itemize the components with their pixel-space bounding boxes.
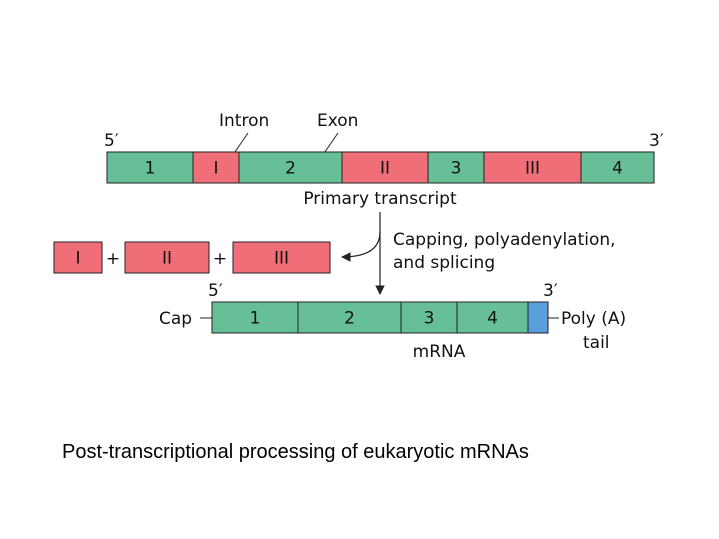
- primary-exon-segment-label: 1: [145, 159, 156, 179]
- poly-a-label-line1: Poly (A): [561, 309, 626, 329]
- primary-transcript-caption: Primary transcript: [303, 189, 457, 209]
- mrna-caption: mRNA: [413, 342, 466, 362]
- primary-intron-segment-label: II: [380, 159, 390, 179]
- mrna-5prime-label: 5′: [208, 281, 223, 301]
- primary-3prime-label: 3′: [649, 131, 664, 151]
- mrna-exon-segment: [211, 301, 299, 334]
- plus-sign: +: [213, 249, 227, 269]
- primary-intron-segment: [192, 151, 240, 184]
- excised-intron-box-label: I: [75, 249, 80, 269]
- primary-exon-segment-label: 4: [612, 159, 623, 179]
- primary-intron-segment: [483, 151, 582, 184]
- mrna-exon-segment-label: 3: [424, 309, 435, 329]
- primary-exon-segment-label: 3: [451, 159, 462, 179]
- excised-intron-box-label: II: [162, 249, 172, 269]
- mrna-exon-segment-label: 2: [344, 309, 355, 329]
- primary-exon-segment-label: 2: [285, 159, 296, 179]
- poly-a-label-line2: tail: [583, 333, 610, 353]
- intron-label: Intron: [219, 111, 269, 131]
- excised-intron-box: [232, 241, 331, 274]
- excised-intron-box: [124, 241, 210, 274]
- primary-transcript-bar: 1 I 2 II 3 III 4: [106, 151, 655, 184]
- primary-intron-segment-label: I: [213, 159, 218, 179]
- exon-label: Exon: [317, 111, 358, 131]
- poly-a-tail-segment: [527, 301, 549, 334]
- mrna-exon-segment-label: 4: [487, 309, 498, 329]
- mrna-3prime-label: 3′: [543, 281, 558, 301]
- primary-intron-segment: [341, 151, 429, 184]
- mrna-exon-segment-label: 1: [250, 309, 261, 329]
- excised-introns: I + II + III: [53, 241, 331, 274]
- mrna-bar: 1 2 3 4: [211, 301, 549, 334]
- mrna-exon-segment: [297, 301, 402, 334]
- intron-removal-arrow: [341, 231, 381, 262]
- process-label-line2: and splicing: [393, 253, 495, 273]
- primary-exon-segment: [106, 151, 194, 184]
- primary-5prime-label: 5′: [104, 131, 119, 151]
- excised-intron-box: [53, 241, 103, 274]
- process-label-line1: Capping, polyadenylation,: [393, 230, 616, 250]
- cap-label: Cap: [159, 309, 192, 329]
- excised-intron-box-label: III: [274, 249, 289, 269]
- plus-sign: +: [106, 249, 120, 269]
- primary-intron-segment-label: III: [525, 159, 540, 179]
- primary-exon-segment: [427, 151, 485, 184]
- primary-exon-segment: [580, 151, 655, 184]
- figure-caption: Post-transcriptional processing of eukar…: [62, 441, 529, 463]
- mrna-exon-segment: [400, 301, 458, 334]
